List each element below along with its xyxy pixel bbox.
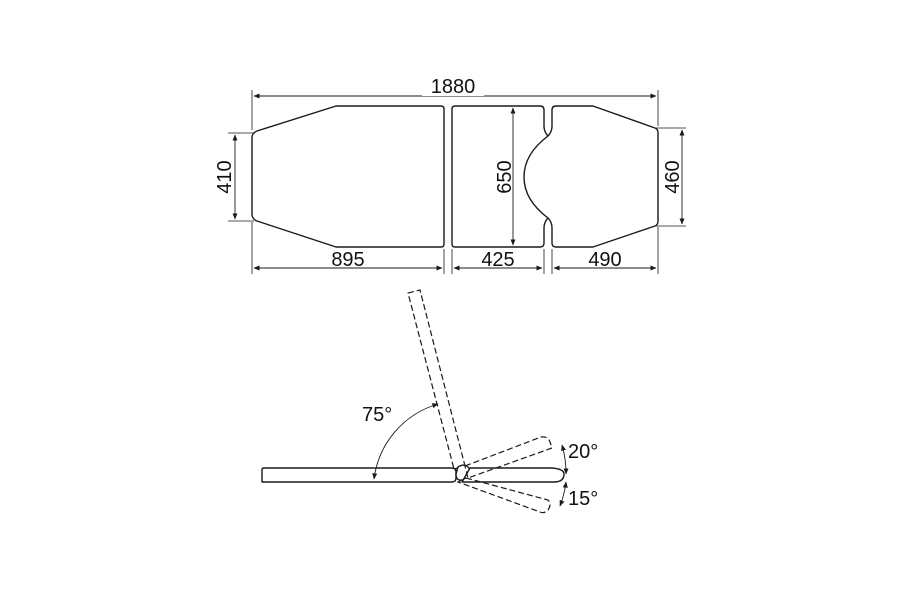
top-view: 1880 410 650 460 895 425 490 [214, 74, 686, 274]
leg-lower-angle-label: 15° [568, 488, 598, 510]
foot-board-outline [461, 467, 565, 483]
backrest-raised-outline [407, 289, 466, 470]
seat-board-outline [261, 467, 457, 483]
overall-length-label: 1880 [431, 76, 476, 98]
middle-height-label: 650 [494, 160, 516, 193]
backrest-angle-label: 75° [362, 404, 392, 426]
foot-length-label: 490 [588, 249, 621, 271]
leg-lower-angle-arc [559, 481, 568, 507]
foot-section-outline [523, 105, 659, 248]
middle-length-label: 425 [481, 249, 514, 271]
foot-lowered-outline [456, 477, 551, 514]
foot-width-label: 460 [662, 160, 684, 193]
leg-raise-angle-label: 20° [568, 441, 598, 463]
side-view: 75° 20° 15° [261, 289, 598, 514]
foot-raised-outline [464, 436, 553, 479]
head-width-label: 410 [214, 160, 236, 193]
backrest-angle-arc [372, 403, 439, 480]
head-section-outline [251, 105, 445, 248]
head-length-label: 895 [331, 249, 364, 271]
leg-raise-angle-arc [561, 444, 569, 475]
